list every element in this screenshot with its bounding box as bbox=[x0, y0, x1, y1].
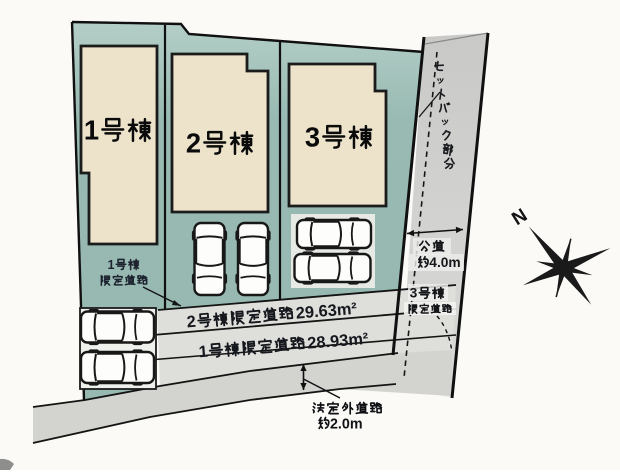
svg-text:4.0m: 4.0m bbox=[429, 255, 460, 270]
svg-text:29.63m²: 29.63m² bbox=[295, 300, 358, 323]
svg-text:1: 1 bbox=[107, 257, 114, 272]
svg-text:2: 2 bbox=[186, 313, 197, 332]
svg-text:2.0m: 2.0m bbox=[330, 416, 363, 432]
svg-text:3: 3 bbox=[305, 121, 320, 152]
svg-text:3: 3 bbox=[410, 286, 418, 301]
svg-text:28.93m²: 28.93m² bbox=[307, 330, 370, 353]
svg-text:1: 1 bbox=[84, 114, 99, 145]
svg-text:1: 1 bbox=[198, 343, 209, 362]
svg-text:2: 2 bbox=[186, 127, 201, 158]
